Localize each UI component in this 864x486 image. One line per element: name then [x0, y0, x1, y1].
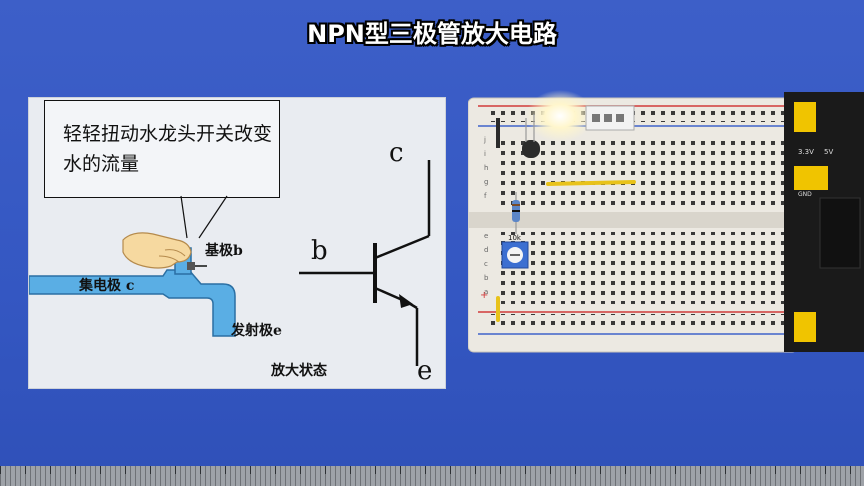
row-letters: j i h g f e d c b a	[483, 136, 489, 296]
svg-text:e: e	[484, 232, 488, 240]
callout-box: 轻轻扭动水龙头开关改变水的流量	[44, 100, 280, 198]
callout-text: 轻轻扭动水龙头开关改变水的流量	[63, 123, 273, 175]
state-label: 放大状态	[271, 363, 327, 379]
svg-text:d: d	[484, 246, 488, 254]
svg-text:3.3V: 3.3V	[798, 148, 814, 156]
svg-text:5V: 5V	[824, 148, 833, 156]
npn-transistor-symbol	[299, 160, 431, 366]
svg-text:h: h	[484, 164, 488, 172]
svg-text:b: b	[484, 274, 489, 282]
svg-text:f: f	[484, 192, 487, 200]
potentiometer-icon: 10k	[501, 234, 529, 269]
svg-text:GND: GND	[798, 191, 812, 198]
breadboard-photo: 10k j i h g f e d c b a + 3.3V 5V GND	[467, 88, 864, 356]
symbol-c-label: c	[389, 138, 404, 168]
power-module-icon: 3.3V 5V GND	[784, 92, 864, 352]
symbol-e-label: e	[417, 356, 433, 386]
svg-text:a: a	[484, 288, 488, 296]
page-title: NPN型三极管放大电路	[307, 20, 557, 48]
callout-pointer-icon	[180, 195, 228, 239]
faucet-analogy-diagram: 轻轻扭动水龙头开关改变水的流量 基极b 集电极 c 发射极e 放大状态 c b …	[28, 97, 446, 389]
hand-icon	[122, 232, 192, 269]
resistor-icon	[512, 192, 520, 234]
svg-text:c: c	[484, 260, 488, 268]
svg-text:g: g	[484, 178, 488, 186]
transistor-component-icon	[522, 114, 540, 158]
emitter-label: 发射极e	[231, 323, 282, 339]
pot-value-label: 10k	[508, 234, 522, 242]
symbol-b-label: b	[311, 236, 328, 266]
collector-label: 集电极 c	[79, 278, 135, 294]
led-icon	[526, 90, 594, 142]
base-label: 基极b	[205, 243, 243, 259]
plus-sign-label: +	[480, 290, 488, 301]
svg-text:j: j	[483, 136, 486, 144]
svg-text:i: i	[484, 150, 486, 158]
breadboard: 10k j i h g f e d c b a + 3.3V 5V GND	[467, 90, 864, 353]
ruler-strip	[0, 466, 864, 486]
